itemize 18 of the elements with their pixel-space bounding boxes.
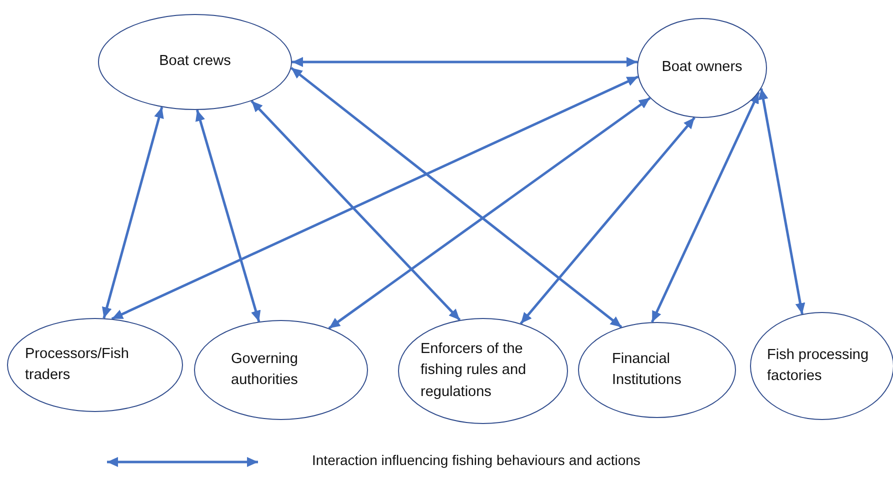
node-label: Boat crews [159,52,231,72]
double-arrow [758,88,806,314]
node-label: Financial Institutions [612,350,682,390]
double-arrow [650,92,760,323]
double-arrow [292,57,638,67]
double-arrow [290,66,622,328]
node-label: Governing authorities [231,350,299,390]
node-label: Enforcers of the fishing rules and regulations [420,340,528,402]
legend-label: Interaction influencing fishing behaviours and actions [312,452,640,468]
node-label: Boat owners [662,58,742,78]
node-label: Processors/Fish traders [25,344,130,385]
double-arrow [328,96,651,330]
double-arrow [102,106,164,319]
double-arrow [250,100,461,321]
double-arrow [111,76,639,320]
node-label: Fish processing factories [767,346,870,386]
double-arrow [195,110,261,322]
double-arrow [520,116,696,324]
